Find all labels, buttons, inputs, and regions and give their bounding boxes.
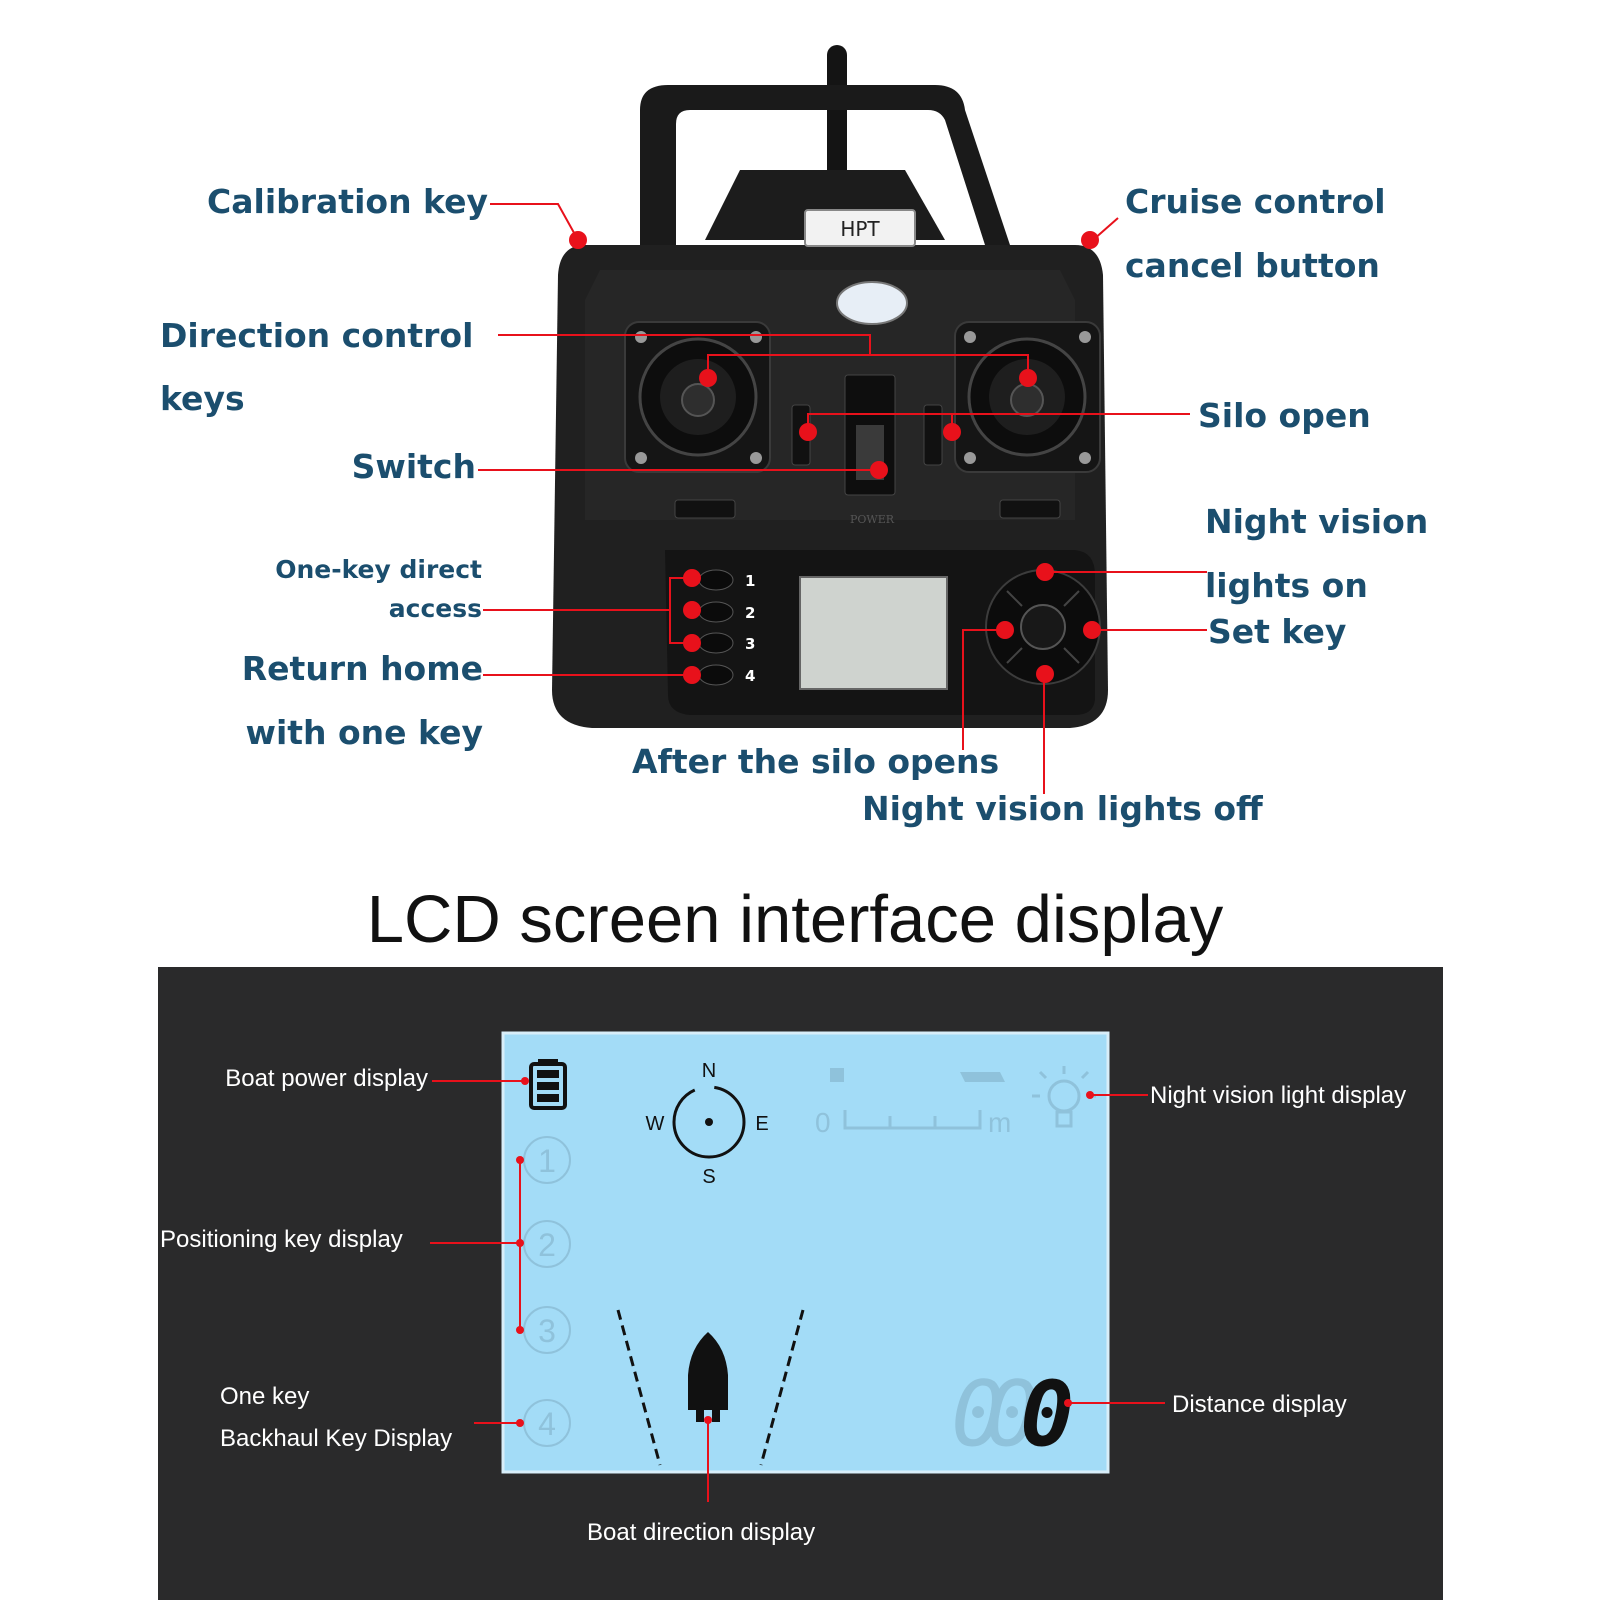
carry-handle — [640, 85, 1010, 245]
antenna — [827, 45, 847, 185]
label-after-silo: After the silo opens — [632, 742, 999, 781]
pointer-switch — [870, 461, 888, 479]
key-3-button[interactable] — [698, 632, 734, 654]
callout-labels: Calibration key Cruise control cancel bu… — [160, 182, 1428, 828]
label-one-key-access-1: One-key direct — [275, 555, 482, 584]
label-distance: Distance display — [1172, 1391, 1347, 1418]
label-one-key-access-2: access — [389, 594, 482, 623]
lcd-screen — [501, 1031, 1110, 1474]
direction-pad[interactable] — [985, 569, 1101, 685]
slot-2-icon — [523, 1220, 571, 1268]
slot-1-number: 1 — [538, 1143, 556, 1179]
label-one-key-2: Backhaul Key Display — [220, 1425, 452, 1452]
label-positioning-key: Positioning key display — [160, 1226, 403, 1253]
left-bottom-trim[interactable] — [674, 499, 736, 519]
label-night-vision-on-2: lights on — [1205, 566, 1368, 605]
label-boat-power: Boat power display — [225, 1065, 428, 1092]
label-set-key: Set key — [1208, 612, 1346, 651]
battery-icon — [529, 1059, 567, 1110]
compass-n: N — [702, 1060, 716, 1082]
pointer-left-stick — [699, 369, 717, 387]
pointer-key-2 — [683, 601, 701, 619]
key-2-number: 2 — [745, 604, 755, 622]
pointer-key-1 — [683, 569, 701, 587]
right-bottom-trim[interactable] — [999, 499, 1061, 519]
label-return-home-2: with one key — [245, 713, 483, 752]
distance-digit-2: 0 — [985, 1362, 1039, 1467]
pointer-dpad-down — [1036, 665, 1054, 683]
distance-digit-1: 0 — [951, 1362, 1005, 1467]
scale-unit: m — [988, 1107, 1011, 1138]
pointer-cruise-cancel — [1081, 231, 1099, 249]
distance-digit-3: 0 — [1020, 1362, 1074, 1467]
pointer-dpad-left — [996, 621, 1014, 639]
lightbulb-icon — [1032, 1066, 1096, 1128]
key-2-button[interactable] — [698, 601, 734, 623]
label-boat-direction: Boat direction display — [587, 1519, 815, 1546]
boat-direction-icon — [616, 1309, 805, 1466]
key-1-button[interactable] — [698, 569, 734, 591]
pointer-right-stick — [1019, 369, 1037, 387]
lcd-callout-lines — [430, 1080, 1165, 1502]
label-calibration-key: Calibration key — [207, 182, 488, 221]
label-direction-control-1: Direction control — [160, 316, 473, 355]
pointer-dpad-right — [1083, 621, 1101, 639]
right-joystick[interactable] — [954, 321, 1101, 473]
label-cruise-control-1: Cruise control — [1125, 182, 1386, 221]
label-direction-control-2: keys — [160, 379, 245, 418]
pointer-key-3 — [683, 634, 701, 652]
compass-w: W — [646, 1113, 665, 1135]
right-trim[interactable] — [923, 404, 943, 466]
pointer-dpad-up — [1036, 563, 1054, 581]
pointer-silo-right — [943, 423, 961, 441]
label-return-home-1: Return home — [242, 649, 483, 688]
power-label: POWER — [850, 513, 895, 526]
compass-e: E — [755, 1113, 768, 1135]
brand-plate — [804, 209, 916, 247]
label-switch: Switch — [352, 447, 476, 486]
compass-s: S — [702, 1166, 715, 1188]
slot-3-number: 3 — [538, 1313, 556, 1349]
remote-lcd-screen — [799, 576, 948, 690]
label-night-vision-on-1: Night vision — [1205, 502, 1428, 541]
slot-2-number: 2 — [538, 1227, 556, 1263]
label-night-vision-off: Night vision lights off — [862, 789, 1264, 828]
pointer-calibration — [569, 231, 587, 249]
left-joystick[interactable] — [624, 321, 771, 473]
key-3-number: 3 — [745, 635, 755, 653]
slot-4-number: 4 — [538, 1406, 556, 1442]
label-night-vision-light: Night vision light display — [1150, 1082, 1406, 1109]
scale-zero: 0 — [815, 1107, 831, 1138]
distance-scale — [830, 1068, 1005, 1130]
remote-controller: HPT POWER — [552, 45, 1108, 728]
brand-label: HPT — [840, 217, 880, 241]
key-4-number: 4 — [745, 667, 755, 685]
label-cruise-control-2: cancel button — [1125, 246, 1380, 285]
power-led — [836, 281, 908, 325]
label-one-key-1: One key — [220, 1383, 309, 1410]
compass-icon: N S W E — [646, 1060, 769, 1188]
one-key-buttons: 1 2 3 4 — [698, 569, 755, 686]
callout-dots — [569, 231, 1101, 684]
pointer-key-4 — [683, 666, 701, 684]
key-1-number: 1 — [745, 572, 755, 590]
key-4-button[interactable] — [698, 664, 734, 686]
pointer-silo-left — [799, 423, 817, 441]
lcd-section-title: LCD screen interface display — [367, 882, 1224, 957]
lcd-callout-dots — [516, 1077, 1094, 1427]
label-silo-open: Silo open — [1198, 396, 1371, 435]
